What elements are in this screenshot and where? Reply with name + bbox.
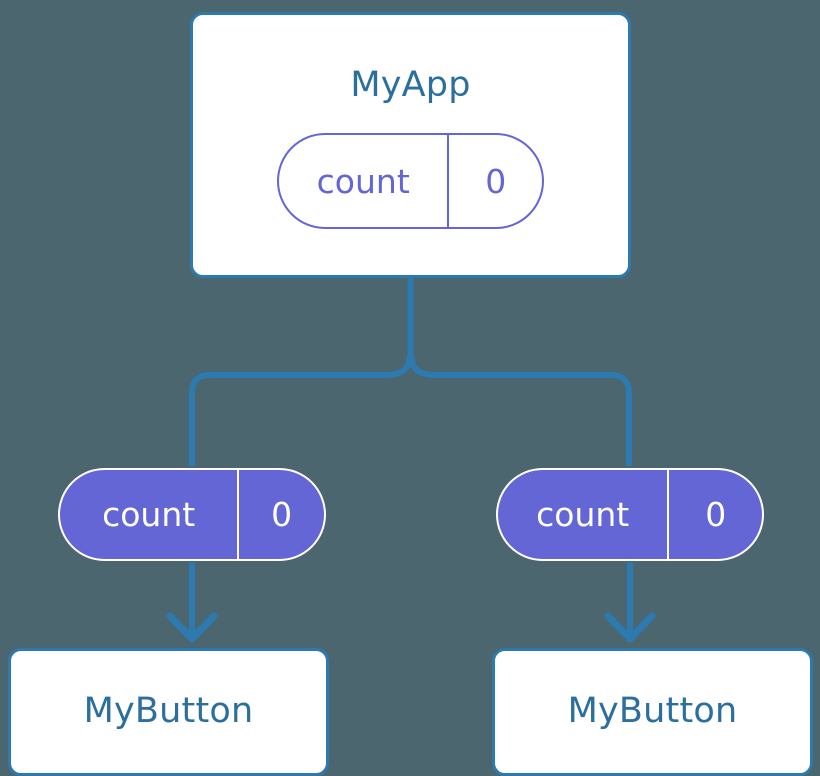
component-node-mybutton-right[interactable]: MyButton [492, 648, 813, 776]
state-pill-myapp[interactable]: count 0 [277, 133, 544, 229]
arrow-down-icon-left [166, 562, 218, 643]
prop-pill-left[interactable]: count 0 [58, 468, 326, 561]
branch-path-right [407, 348, 632, 466]
component-title-mybutton-right: MyButton [567, 691, 738, 731]
prop-pill-right[interactable]: count 0 [496, 468, 764, 561]
component-title-mybutton-left: MyButton [83, 691, 254, 731]
prop-pill-value-left: 0 [237, 470, 324, 559]
component-title-myapp: MyApp [350, 65, 471, 105]
prop-pill-key-left: count [102, 495, 196, 534]
arrow-down-icon-right [604, 562, 656, 643]
branch-path-left [189, 348, 414, 466]
state-pill-value: 0 [447, 135, 542, 227]
prop-pill-value-right: 0 [667, 470, 762, 559]
prop-pill-key-right: count [536, 495, 630, 534]
component-node-mybutton-left[interactable]: MyButton [8, 648, 329, 776]
state-pill-key: count [316, 161, 410, 201]
